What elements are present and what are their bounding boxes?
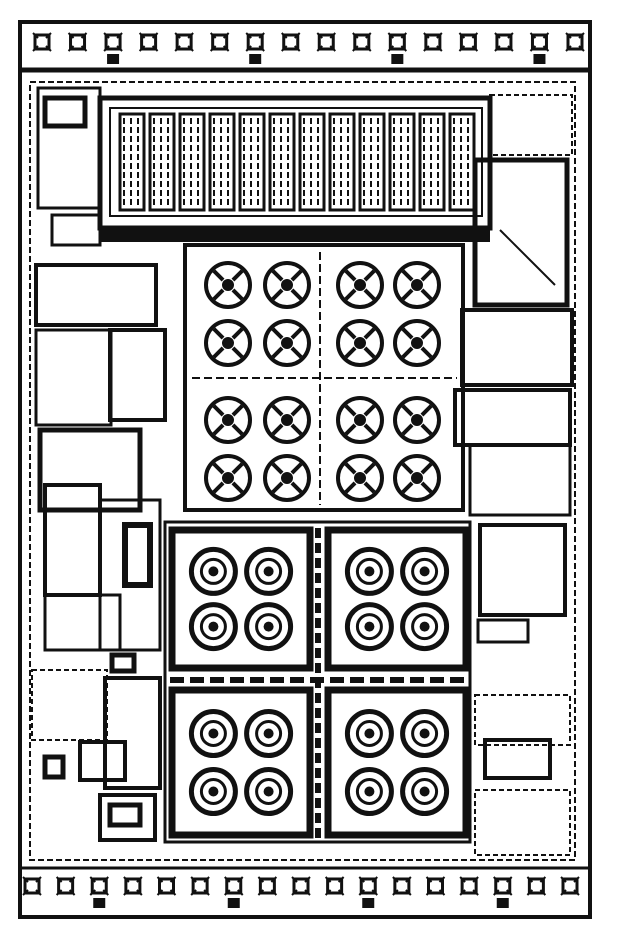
bond-pad (529, 32, 550, 64)
spoked-device (336, 454, 384, 502)
ringed-device (244, 546, 294, 596)
bond-pad (358, 876, 378, 908)
spoked-device (393, 396, 441, 444)
upper-transistor-array (183, 243, 465, 512)
bond-pad (55, 876, 76, 896)
device-group (168, 686, 314, 839)
ringed-device (244, 709, 294, 758)
bond-pad (392, 876, 412, 896)
register-column (238, 112, 266, 212)
bond-pad (123, 876, 143, 896)
ringed-device (400, 546, 450, 596)
lower-transistor-array (163, 520, 472, 844)
bond-pad (324, 876, 345, 896)
bond-pad (458, 32, 479, 52)
bond-pad (459, 876, 479, 896)
ringed-device (344, 767, 394, 816)
spoked-device (336, 396, 384, 444)
ringed-device (400, 767, 450, 816)
ringed-device (344, 546, 394, 596)
bond-pad (257, 876, 278, 896)
upper-device-cells (204, 261, 441, 502)
bond-pad (291, 876, 311, 896)
register-column (178, 112, 206, 212)
device-group (168, 526, 314, 672)
spoked-device (263, 261, 311, 309)
register-columns (118, 112, 476, 212)
bond-pad (281, 32, 301, 52)
ringed-device (400, 709, 450, 758)
lower-device-groups (168, 526, 470, 839)
bond-pad (526, 876, 547, 896)
bond-pad (387, 32, 408, 64)
ringed-device (344, 709, 394, 758)
device-group (324, 686, 470, 839)
register-column (418, 112, 446, 212)
register-column (448, 112, 476, 212)
bond-pad (209, 32, 230, 52)
bond-pad (423, 32, 443, 52)
bond-pad (32, 32, 52, 52)
register-column (148, 112, 176, 212)
core-frame (29, 81, 576, 861)
bond-pad (174, 32, 194, 52)
device-group (324, 526, 470, 672)
bond-pad (67, 32, 88, 52)
ringed-device (188, 709, 238, 758)
bond-pad (89, 876, 109, 908)
register-block (97, 95, 493, 242)
bond-pad (560, 876, 580, 896)
spoked-device (263, 319, 311, 367)
spoked-device (204, 319, 252, 367)
bond-pad (494, 32, 514, 52)
spoked-device (204, 454, 252, 502)
bond-pad (224, 876, 244, 908)
bottom-left-logic (31, 669, 162, 842)
die-outline (18, 20, 592, 919)
right-control-logic (453, 94, 574, 856)
register-column (328, 112, 356, 212)
register-column (268, 112, 296, 212)
bond-pad (22, 876, 42, 896)
left-control-logic (34, 86, 167, 674)
spoked-device (393, 319, 441, 367)
register-column (298, 112, 326, 212)
ringed-device (188, 767, 238, 816)
bond-pad (190, 876, 210, 896)
ringed-device (344, 602, 394, 652)
register-column (118, 112, 146, 212)
spoked-device (393, 261, 441, 309)
bond-pad (352, 32, 372, 52)
spoked-device (204, 396, 252, 444)
bond-pad-row-top (32, 32, 585, 64)
register-column (358, 112, 386, 212)
bond-pad (103, 32, 123, 64)
spoked-device (336, 319, 384, 367)
ringed-device (244, 602, 294, 652)
bond-pad (425, 876, 446, 896)
bond-pad (138, 32, 159, 52)
spoked-device (263, 454, 311, 502)
bond-pad-row-bottom (22, 876, 580, 908)
ringed-device (400, 602, 450, 652)
spoked-device (336, 261, 384, 309)
bond-pad (565, 32, 585, 52)
bond-pad (316, 32, 336, 52)
ringed-device (244, 767, 294, 816)
ringed-device (188, 546, 238, 596)
bond-pad (156, 876, 177, 896)
spoked-device (263, 396, 311, 444)
register-column (388, 112, 416, 212)
bond-pad (245, 32, 265, 64)
bond-pad (493, 876, 513, 908)
spoked-device (393, 454, 441, 502)
register-column (208, 112, 236, 212)
spoked-device (204, 261, 252, 309)
ringed-device (188, 602, 238, 652)
